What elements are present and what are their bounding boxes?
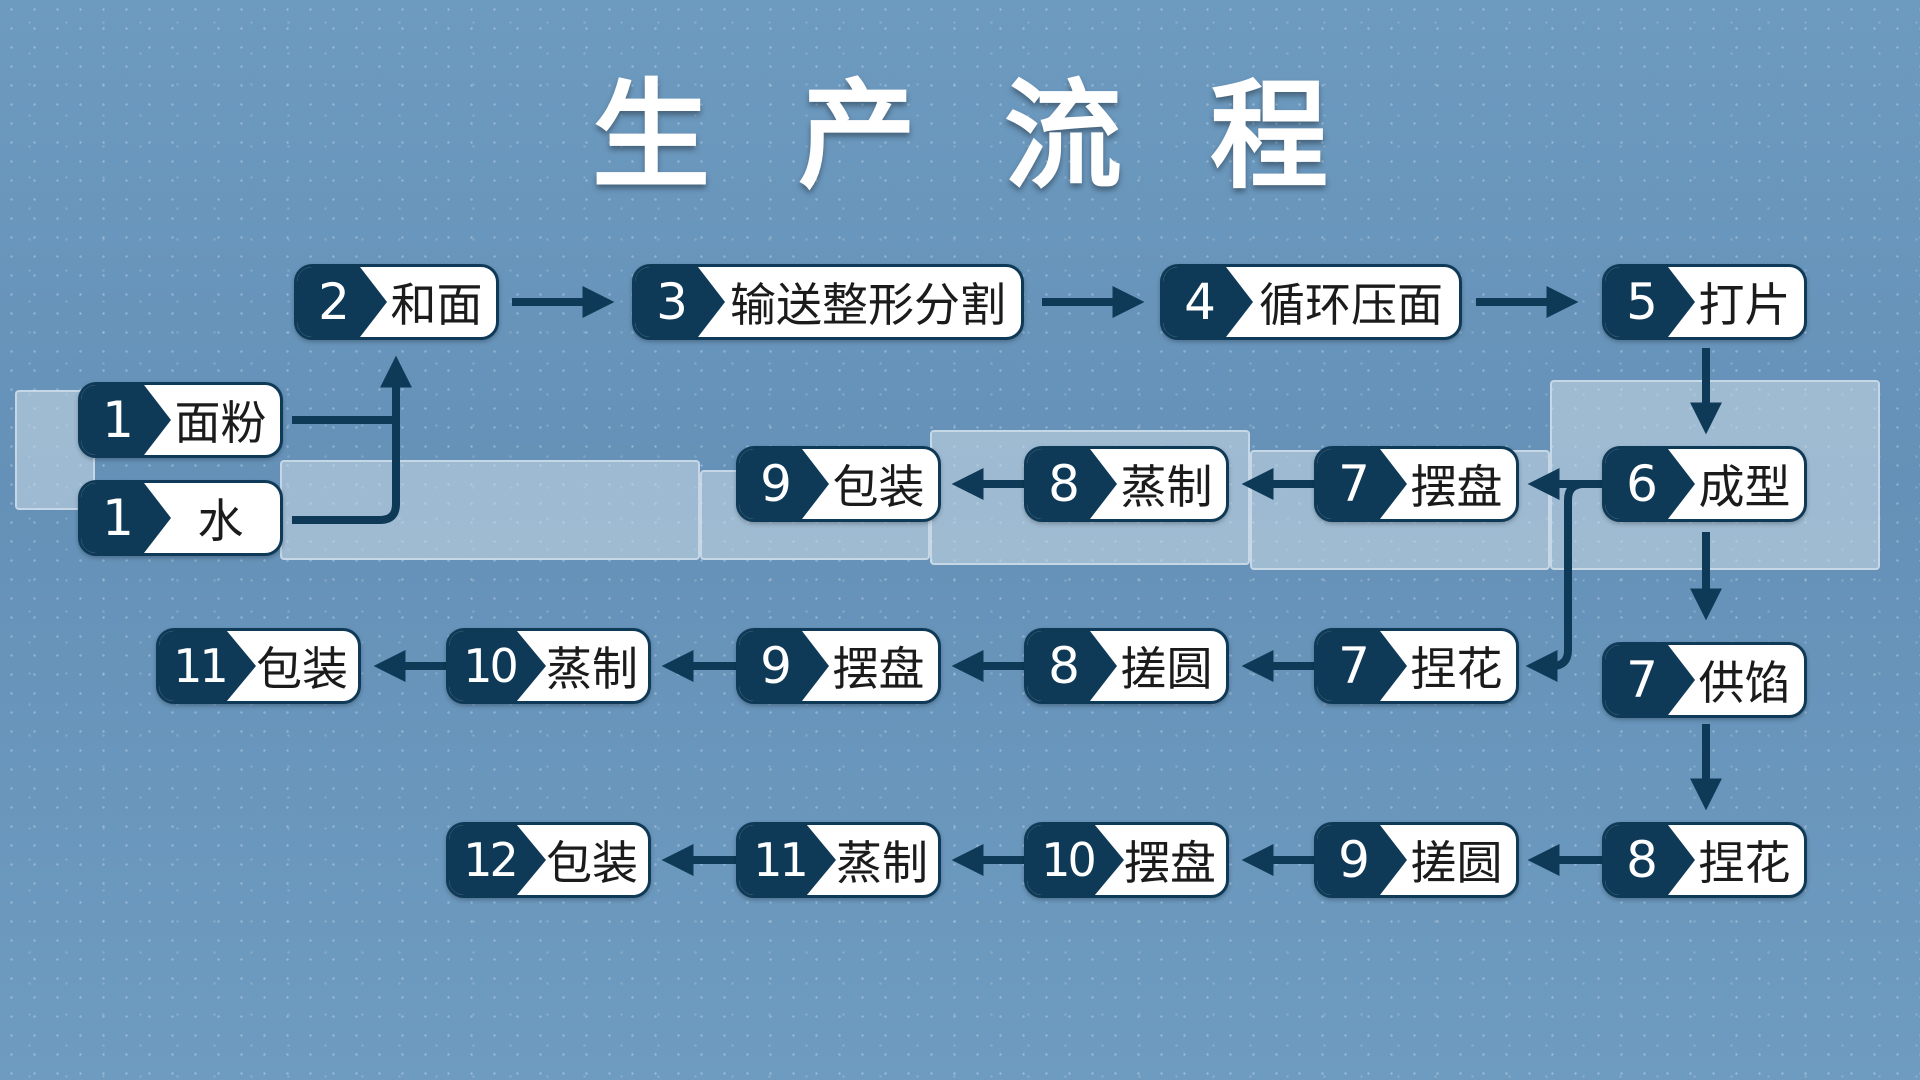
step-label: 摆盘 xyxy=(832,642,925,696)
step-c-steam: 11 蒸制 xyxy=(736,822,941,898)
step-number: 7 xyxy=(1605,645,1695,715)
step-number: 1 xyxy=(81,483,171,553)
step-label: 摆盘 xyxy=(1410,460,1503,514)
step-number: 8 xyxy=(1605,825,1695,895)
step-label: 包装 xyxy=(546,836,638,890)
arrow-water-mix xyxy=(292,355,412,524)
step-label: 打片 xyxy=(1698,278,1791,332)
step-b-steam: 10 蒸制 xyxy=(446,628,651,704)
step-a-plate: 7 摆盘 xyxy=(1314,446,1519,522)
step-label: 水 xyxy=(197,494,244,548)
step-number: 3 xyxy=(635,267,725,337)
step-number: 4 xyxy=(1163,267,1253,337)
step-label: 包装 xyxy=(832,460,925,514)
step-sheet: 5 打片 xyxy=(1602,264,1807,340)
step-number: 9 xyxy=(739,449,829,519)
step-convey: 3 输送整形分割 xyxy=(632,264,1024,340)
step-press: 4 循环压面 xyxy=(1160,264,1462,340)
step-number: 10 xyxy=(449,631,546,701)
step-number: 5 xyxy=(1605,267,1695,337)
step-number: 10 xyxy=(1027,825,1124,895)
step-label: 循环压面 xyxy=(1259,278,1443,332)
title-char: 程 xyxy=(1210,67,1329,205)
step-number: 7 xyxy=(1317,631,1407,701)
step-number: 11 xyxy=(739,825,836,895)
step-label: 蒸制 xyxy=(1120,460,1213,514)
step-label: 输送整形分割 xyxy=(730,278,1006,332)
step-c-pinch: 8 捏花 xyxy=(1602,822,1807,898)
step-c-plate: 10 摆盘 xyxy=(1024,822,1229,898)
step-label: 和面 xyxy=(390,278,483,332)
step-label: 蒸制 xyxy=(546,642,638,696)
step-form: 6 成型 xyxy=(1602,446,1807,522)
title-char: 产 xyxy=(797,67,916,205)
step-label: 供馅 xyxy=(1698,656,1791,710)
step-number: 2 xyxy=(297,267,387,337)
step-label: 搓圆 xyxy=(1120,642,1213,696)
step-b-round: 8 搓圆 xyxy=(1024,628,1229,704)
step-label: 搓圆 xyxy=(1410,836,1503,890)
step-b-plate: 9 摆盘 xyxy=(736,628,941,704)
step-label: 摆盘 xyxy=(1124,836,1216,890)
step-number: 8 xyxy=(1027,449,1117,519)
step-water: 1 水 xyxy=(78,480,283,556)
step-number: 11 xyxy=(159,631,256,701)
arrow-form-pinchB xyxy=(1525,480,1602,682)
step-b-pinch: 7 捏花 xyxy=(1314,628,1519,704)
title-char: 流 xyxy=(1004,67,1123,205)
step-flour: 1 面粉 xyxy=(78,382,283,458)
step-c-pack: 12 包装 xyxy=(446,822,651,898)
step-number: 12 xyxy=(449,825,546,895)
step-b-pack: 11 包装 xyxy=(156,628,361,704)
step-label: 包装 xyxy=(256,642,348,696)
step-number: 8 xyxy=(1027,631,1117,701)
step-label: 面粉 xyxy=(174,396,267,450)
step-label: 捏花 xyxy=(1698,836,1791,890)
step-c-round: 9 搓圆 xyxy=(1314,822,1519,898)
step-label: 蒸制 xyxy=(836,836,928,890)
step-number: 6 xyxy=(1605,449,1695,519)
step-c-fill: 7 供馅 xyxy=(1602,642,1807,718)
step-a-steam: 8 蒸制 xyxy=(1024,446,1229,522)
step-a-pack: 9 包装 xyxy=(736,446,941,522)
page-title: 生产流程 xyxy=(0,40,1920,211)
step-label: 成型 xyxy=(1698,460,1791,514)
step-number: 1 xyxy=(81,385,171,455)
step-mix: 2 和面 xyxy=(294,264,499,340)
step-label: 捏花 xyxy=(1410,642,1503,696)
step-number: 9 xyxy=(1317,825,1407,895)
step-number: 9 xyxy=(739,631,829,701)
title-char: 生 xyxy=(591,67,710,205)
step-number: 7 xyxy=(1317,449,1407,519)
